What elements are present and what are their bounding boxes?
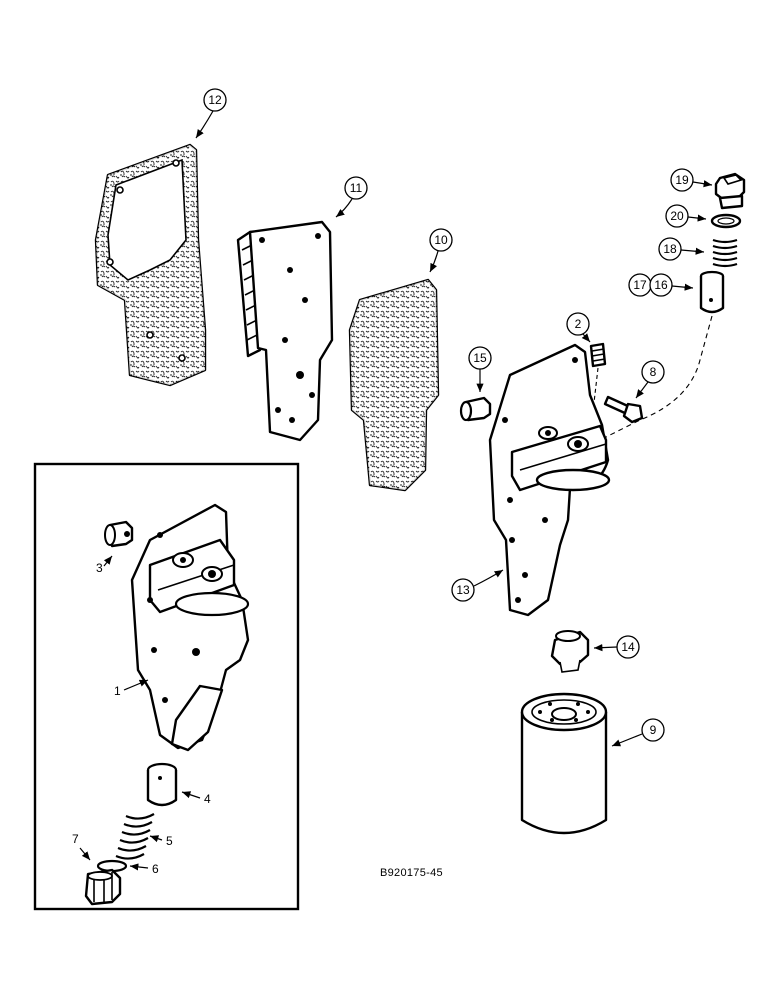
- svg-text:5: 5: [166, 834, 173, 848]
- filter-head-1: [130, 503, 250, 752]
- svg-text:4: 4: [204, 792, 211, 806]
- svg-text:18: 18: [663, 242, 677, 256]
- label-6: 6: [129, 862, 159, 876]
- fitting-14: [550, 630, 590, 673]
- svg-text:20: 20: [670, 209, 684, 223]
- callout-12: 12: [195, 88, 227, 139]
- bolt-8: [603, 395, 644, 424]
- svg-text:10: 10: [434, 233, 448, 247]
- callout-15: 15: [468, 346, 492, 392]
- plug-19: [714, 172, 746, 210]
- svg-text:9: 9: [650, 723, 657, 737]
- svg-text:1: 1: [114, 684, 121, 698]
- gasket-10: [348, 278, 440, 492]
- callout-8: 8: [635, 360, 665, 399]
- label-3: 3: [96, 555, 113, 575]
- callout-11: 11: [335, 176, 368, 218]
- setscrew-2: [589, 342, 607, 368]
- callout-18: 18: [658, 237, 705, 261]
- callout-20: 20: [665, 204, 707, 228]
- valve-4: [146, 762, 178, 807]
- svg-text:6: 6: [152, 862, 159, 876]
- svg-text:11: 11: [350, 181, 363, 195]
- svg-text:14: 14: [621, 640, 635, 654]
- svg-text:17: 17: [633, 278, 647, 292]
- callout-17: 17: [628, 273, 652, 297]
- figure-reference-code: B920175-45: [380, 867, 443, 879]
- plug-3: [104, 520, 134, 548]
- svg-text:2: 2: [575, 317, 582, 331]
- svg-text:8: 8: [650, 365, 657, 379]
- valve-16: [699, 270, 725, 314]
- spring-5: [115, 813, 155, 860]
- callout-14: 14: [593, 635, 640, 659]
- svg-text:3: 3: [96, 561, 103, 575]
- label-5: 5: [149, 834, 173, 848]
- assembly-dashed-line: [599, 315, 713, 441]
- callout-16: 16: [649, 273, 694, 297]
- svg-text:13: 13: [456, 583, 470, 597]
- spring-18: [712, 238, 738, 268]
- oil-cooler-11: [236, 220, 334, 442]
- oil-filter-9: [520, 692, 608, 835]
- svg-text:15: 15: [473, 351, 487, 365]
- callout-9: 9: [611, 718, 665, 747]
- plug-7: [84, 868, 122, 906]
- callout-13: 13: [451, 569, 504, 602]
- washer-20: [710, 213, 742, 229]
- svg-text:12: 12: [208, 93, 222, 107]
- callout-19: 19: [670, 168, 713, 192]
- label-1: 1: [114, 679, 149, 698]
- svg-text:16: 16: [654, 278, 668, 292]
- filter-head-13: [488, 343, 611, 617]
- callout-10: 10: [429, 228, 453, 273]
- label-4: 4: [181, 791, 211, 806]
- plug-15: [459, 396, 492, 422]
- svg-text:7: 7: [72, 832, 79, 846]
- callout-2: 2: [566, 312, 591, 343]
- label-7: 7: [72, 832, 91, 861]
- gasket-12: [94, 143, 207, 387]
- svg-text:19: 19: [675, 173, 689, 187]
- inset-panel: 3 1: [33, 462, 300, 911]
